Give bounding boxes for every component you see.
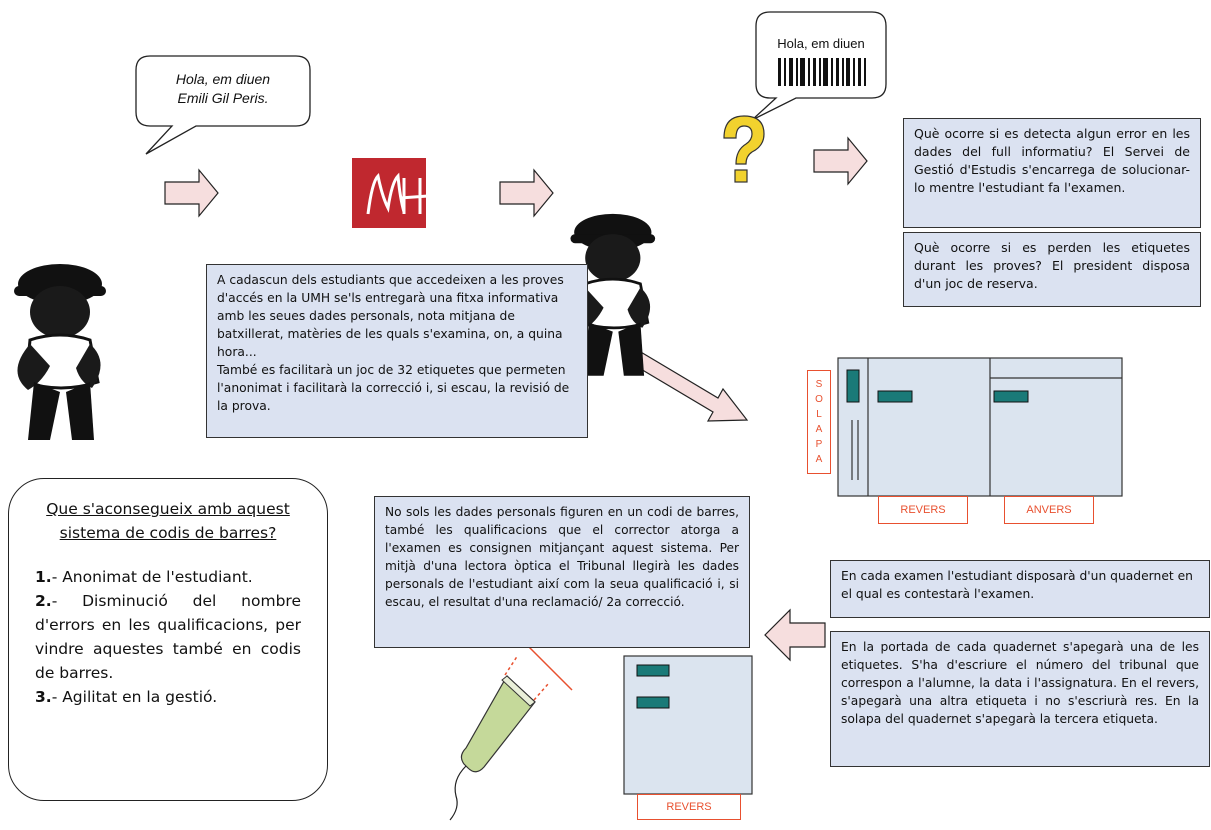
umh-logo [352,158,429,228]
summary-item-text: - Disminució del nombre d'errors en les … [35,592,301,682]
summary-item-number: 2. [35,592,52,610]
note-barcodes: No sols les dades personals figuren en u… [374,496,750,648]
label-anvers: ANVERS [1004,496,1094,524]
booklet-closed [623,655,753,795]
note-booklet: En cada examen l'estudiant disposarà d'u… [830,560,1210,618]
summary-question: Que s'aconsegueix amb aquest sistema de … [46,500,290,542]
note-info-sheet: A cadascun dels estudiants que accedeixe… [206,264,588,438]
arrow-2 [499,168,554,218]
summary-item: 1.- Anonimat de l'estudiant. [35,565,301,589]
solapa-letter: A [815,454,823,465]
bubble-left-line2: Emili Gil Peris. [177,90,269,106]
summary-item-number: 1. [35,568,52,586]
barcode-scanner [449,641,573,821]
question-icon [723,115,765,183]
summary-box: Que s'aconsegueix amb aquest sistema de … [8,478,328,801]
arrow-1 [164,168,219,218]
solapa-letter: P [815,439,823,450]
bubble-left-line1: Hola, em diuen [175,71,271,87]
summary-item-text: - Agilitat en la gestió. [51,688,218,706]
note-errors: Què ocorre si es detecta algun error en … [903,118,1201,228]
barcode-graphic [778,58,866,86]
solapa-letter: O [815,394,823,405]
solapa-letter: L [816,409,822,420]
arrow-left [764,608,826,662]
summary-item: 3.- Agilitat en la gestió. [35,685,301,709]
note-labels-lost: Què ocorre si es perden les etiquetes du… [903,232,1201,307]
speech-bubble-left-text: Hola, em diuen Emili Gil Peris. [140,70,306,108]
arrow-3 [813,136,868,186]
summary-item-number: 3. [35,688,52,706]
label-revers: REVERS [878,496,968,524]
speech-bubble-right-text: Hola, em diuen [777,36,865,51]
summary-item-text: - Anonimat de l'estudiant. [51,568,253,586]
label-revers-small: REVERS [637,794,741,820]
note-cover: En la portada de cada quadernet s'apegar… [830,631,1210,767]
solapa-letter: A [815,424,823,435]
summary-item: 2.- Disminució del nombre d'errors en le… [35,589,301,685]
label-solapa: S O L A P A [807,370,831,474]
solapa-letter: S [815,379,823,390]
booklet-open [837,357,1123,497]
speech-bubble-left [135,55,311,155]
student-left [12,262,108,442]
